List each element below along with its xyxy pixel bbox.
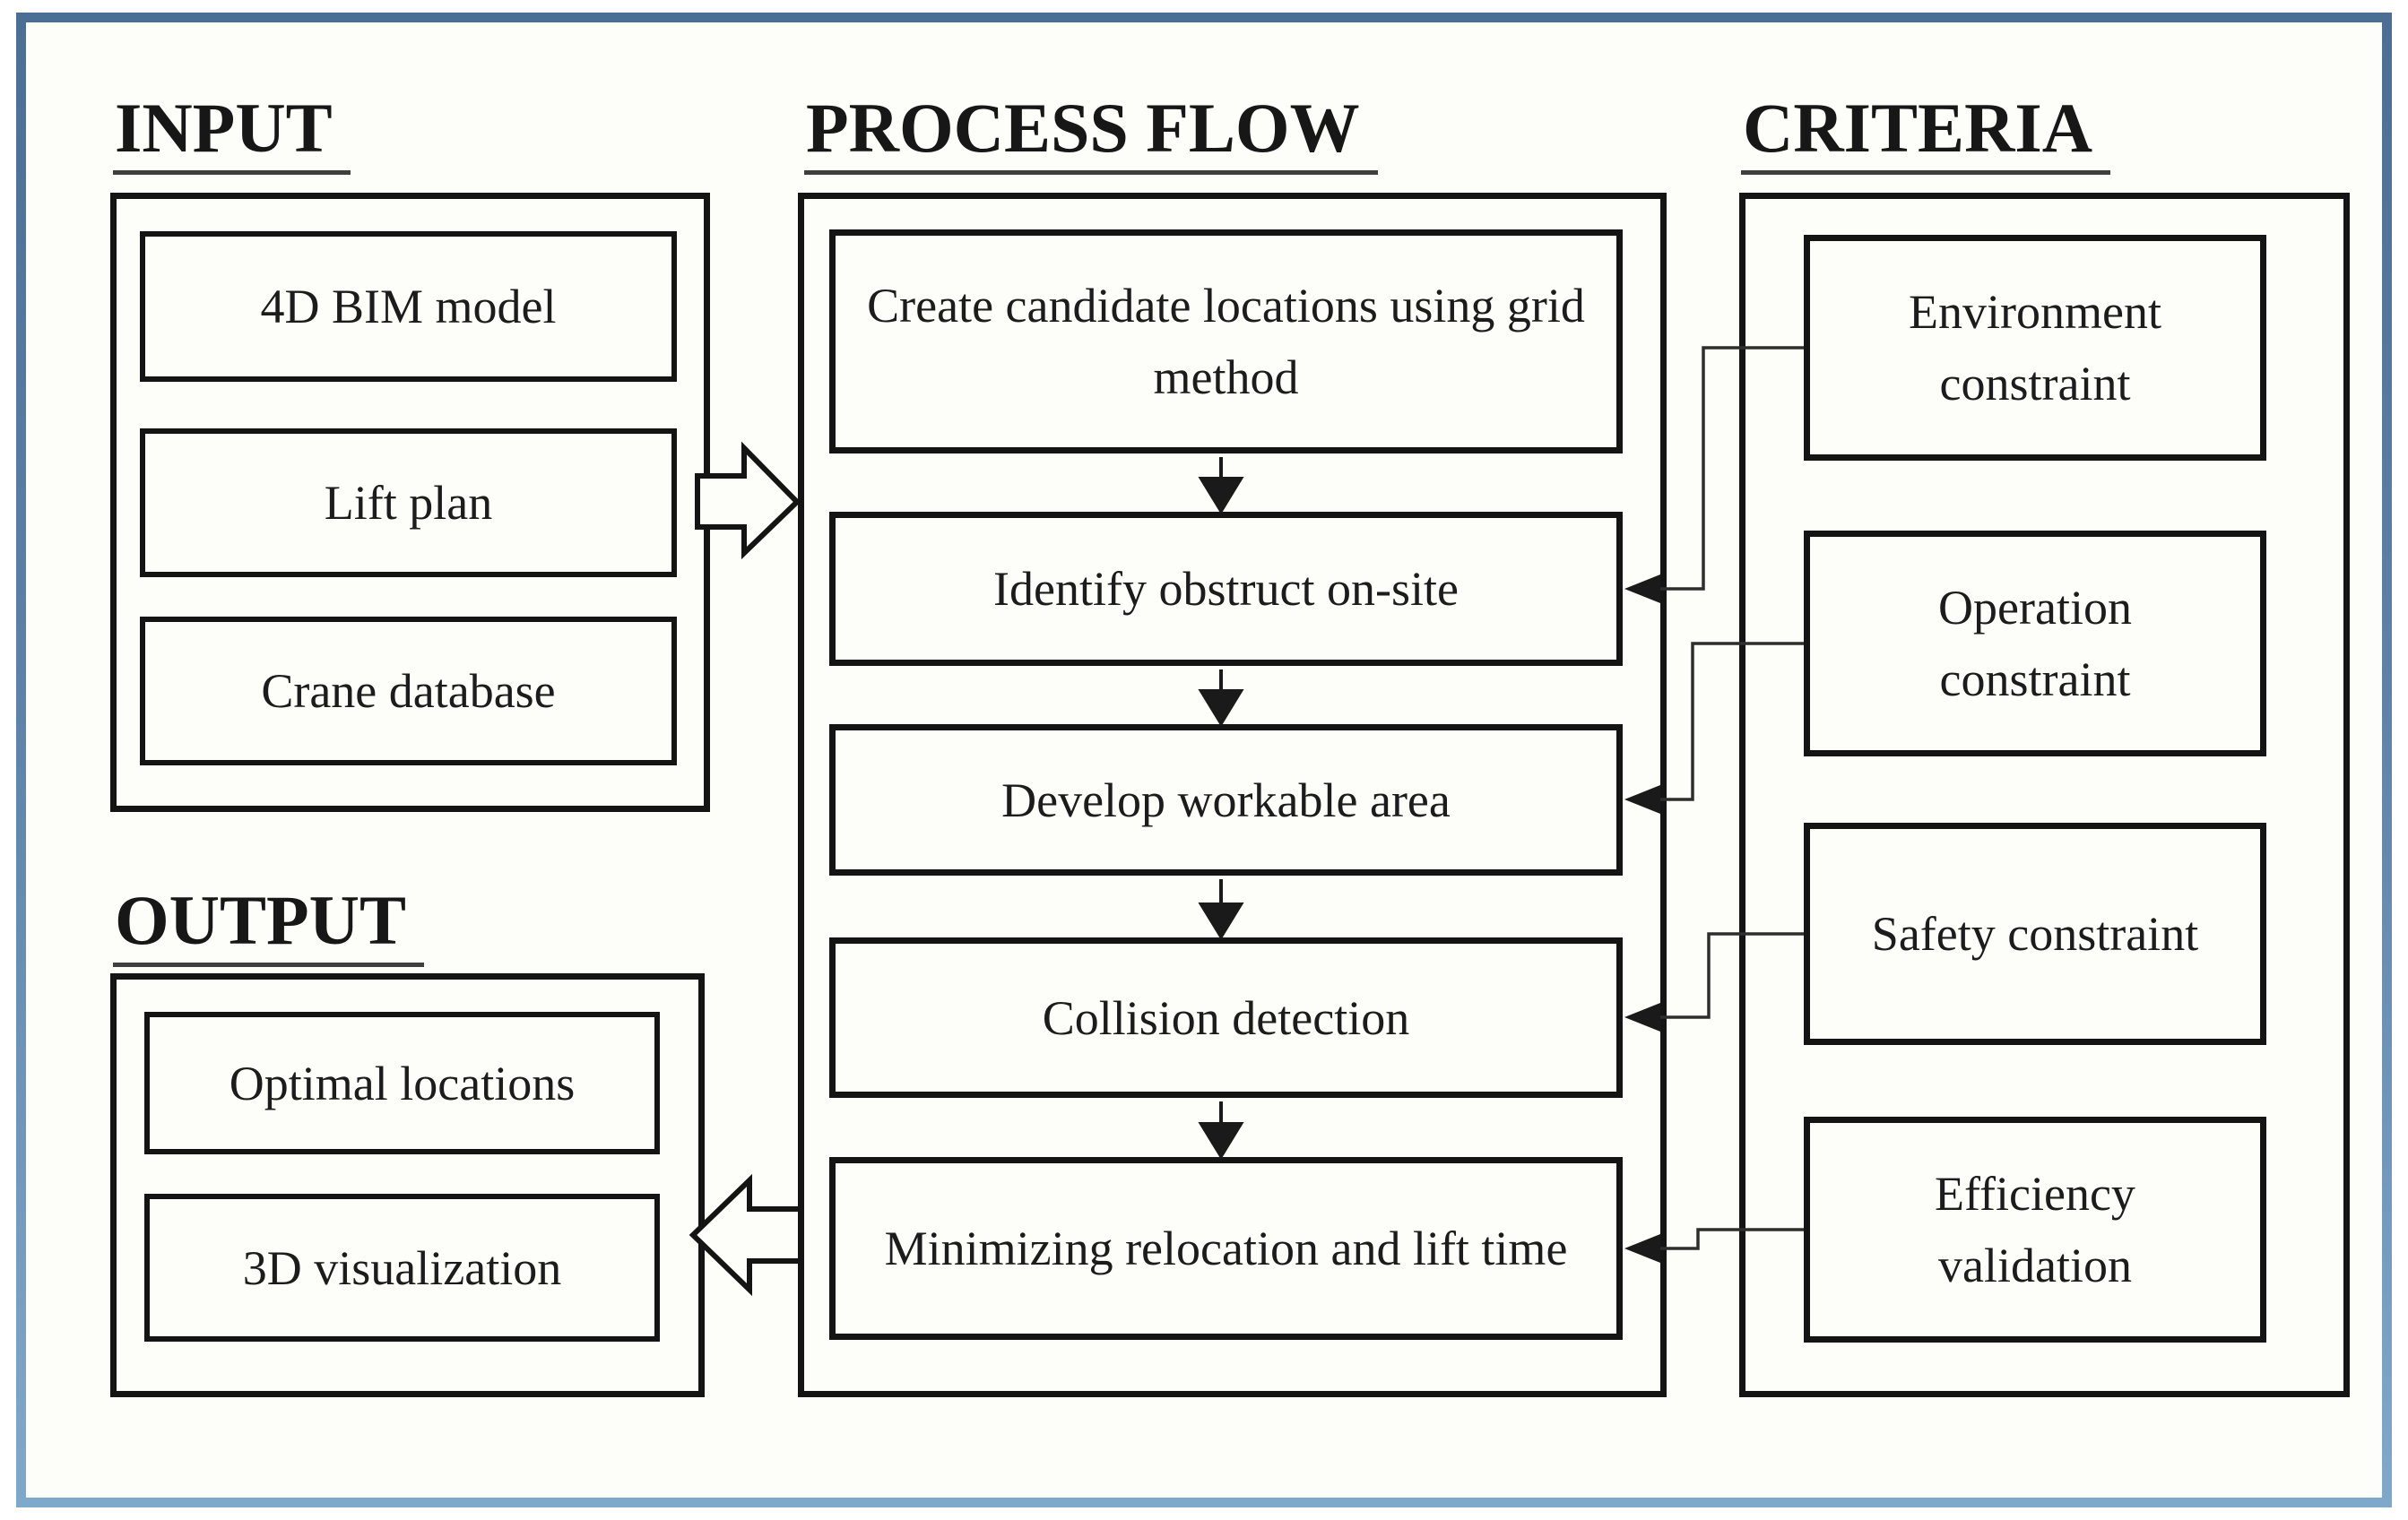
process-box-develop-workable-area: Develop workable area (829, 724, 1623, 876)
process-box-minimizing-relocation-lift-time: Minimizing relocation and lift time (829, 1157, 1623, 1340)
output-box-3d-visualization: 3D visualization (144, 1194, 660, 1342)
process-box-collision-detection: Collision detection (829, 937, 1623, 1098)
output-section-title: OUTPUT (113, 885, 425, 967)
criteria-box-efficiency-validation: Efficiency validation (1804, 1117, 2266, 1343)
process-box-identify-obstruct-on-site: Identify obstruct on-site (829, 512, 1623, 666)
criteria-box-operation-constraint: Operation constraint (1804, 531, 2266, 756)
criteria-box-environment-constraint: Environment constraint (1804, 235, 2266, 461)
output-box-optimal-locations: Optimal locations (144, 1012, 660, 1154)
input-box-lift-plan: Lift plan (140, 428, 677, 577)
input-section-title: INPUT (113, 93, 351, 175)
input-box-4d-bim-model: 4D BIM model (140, 231, 677, 382)
input-box-crane-database: Crane database (140, 617, 677, 765)
criteria-section-title: CRITERIA (1741, 93, 2111, 175)
criteria-box-safety-constraint: Safety constraint (1804, 823, 2266, 1045)
process-flow-section-title: PROCESS FLOW (804, 93, 1378, 175)
process-box-create-candidate-locations: Create candidate locations using grid me… (829, 229, 1623, 453)
